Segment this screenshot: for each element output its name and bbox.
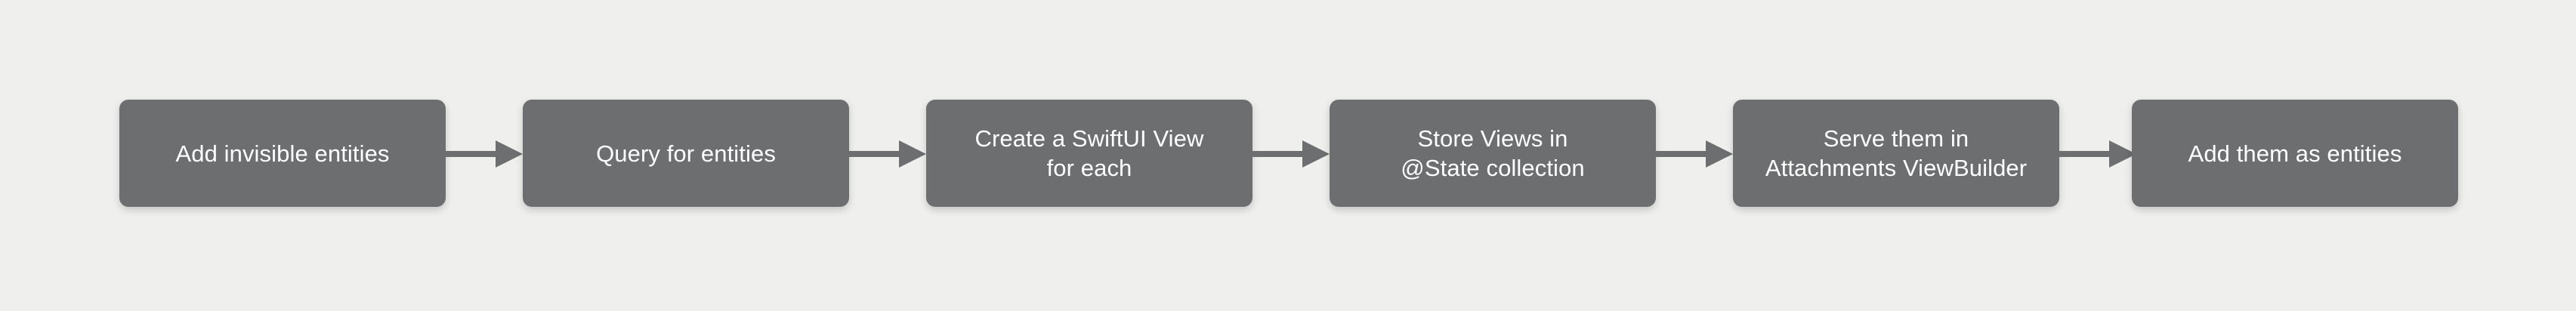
step-query-for-entities: Query for entities	[523, 100, 849, 207]
arrow-right-icon	[1656, 139, 1733, 169]
arrow-right-icon	[1252, 139, 1330, 169]
step-serve-in-attachments: Serve them in Attachments ViewBuilder	[1733, 100, 2059, 207]
step-label: Add invisible entities	[175, 140, 390, 167]
arrow-right-icon	[849, 139, 926, 169]
step-label: Add them as entities	[2188, 140, 2402, 167]
arrow-right-icon	[446, 139, 523, 169]
step-label: Query for entities	[596, 140, 776, 167]
step-label: Create a SwiftUI View for each	[974, 125, 1204, 181]
step-add-them-as-entities: Add them as entities	[2132, 100, 2458, 207]
step-store-views-in-state: Store Views in @State collection	[1330, 100, 1656, 207]
arrow-right-icon	[2059, 139, 2136, 169]
step-create-swiftui-view: Create a SwiftUI View for each	[926, 100, 1252, 207]
step-label: Serve them in Attachments ViewBuilder	[1765, 125, 2028, 181]
step-add-invisible-entities: Add invisible entities	[119, 100, 446, 207]
step-label: Store Views in @State collection	[1401, 125, 1585, 181]
